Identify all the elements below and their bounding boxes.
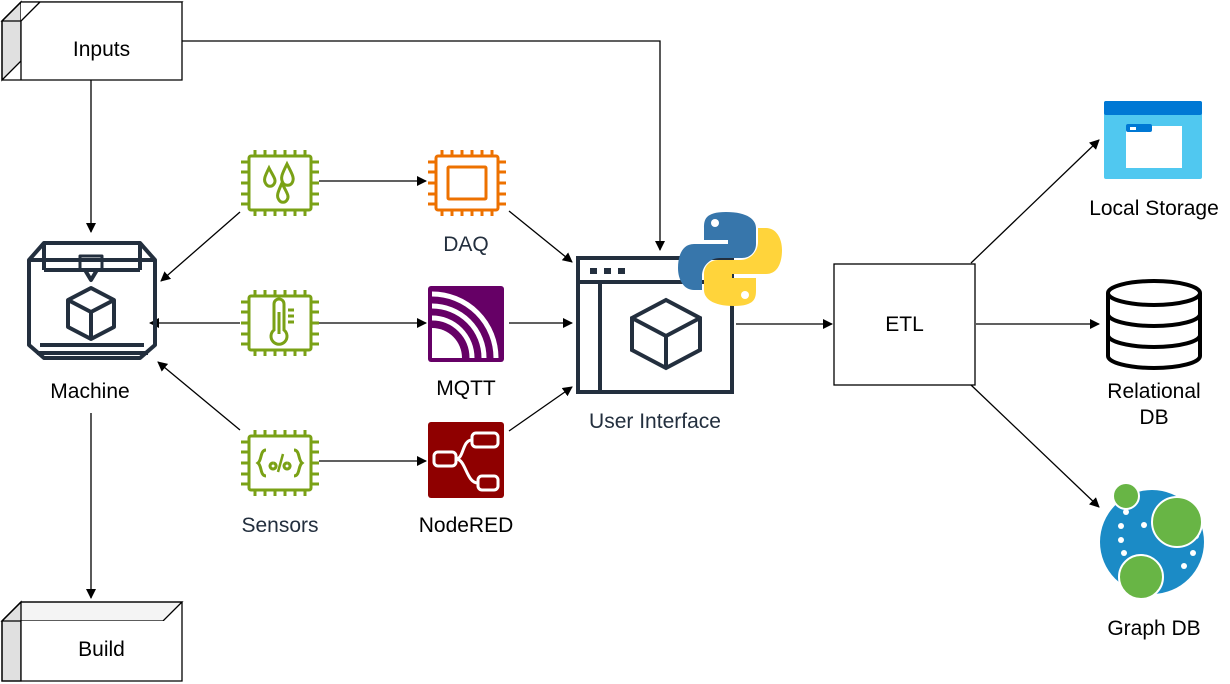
local-storage-label: Local Storage (1089, 197, 1219, 220)
nodered-label: NodeRED (418, 514, 514, 537)
thermometer-chip-icon (241, 290, 319, 356)
edge-etl-local-storage (970, 139, 1100, 264)
processor-icon (428, 150, 506, 216)
folder-window-icon (1104, 101, 1202, 179)
graph-db-label: Graph DB (1107, 617, 1201, 640)
code-chip-icon (241, 430, 319, 496)
cube-3d-printer-icon (27, 241, 157, 360)
build-label: Build (78, 638, 125, 661)
inputs-label: Inputs (72, 38, 131, 61)
etl-box (833, 263, 976, 386)
machine-label: Machine (50, 380, 130, 403)
build-box (0, 600, 184, 682)
database-icon (1106, 279, 1202, 370)
nodered-icon (428, 422, 504, 498)
neo4j-graph-icon (1100, 482, 1204, 600)
humidity-chip-icon (241, 150, 319, 216)
sensors-label: Sensors (241, 514, 319, 537)
edge-sensors-machine (157, 361, 241, 431)
edge-daq-ui (508, 210, 573, 263)
edge-inputs-ui (182, 40, 665, 251)
edges (86, 40, 1100, 599)
etl-label: ETL (885, 313, 924, 336)
edge-etl-graph-db (970, 384, 1100, 508)
edge-nodered-ui (508, 386, 573, 432)
python-logo-icon (678, 212, 782, 306)
mqtt-label: MQTT (436, 377, 496, 400)
inputs-box (0, 0, 184, 82)
mqtt-icon (428, 286, 504, 362)
relational-db-label: Relational DB (1107, 380, 1201, 429)
daq-label: DAQ (443, 233, 489, 256)
user-interface-label: User Interface (589, 410, 721, 433)
edge-humidity-machine (160, 211, 241, 282)
